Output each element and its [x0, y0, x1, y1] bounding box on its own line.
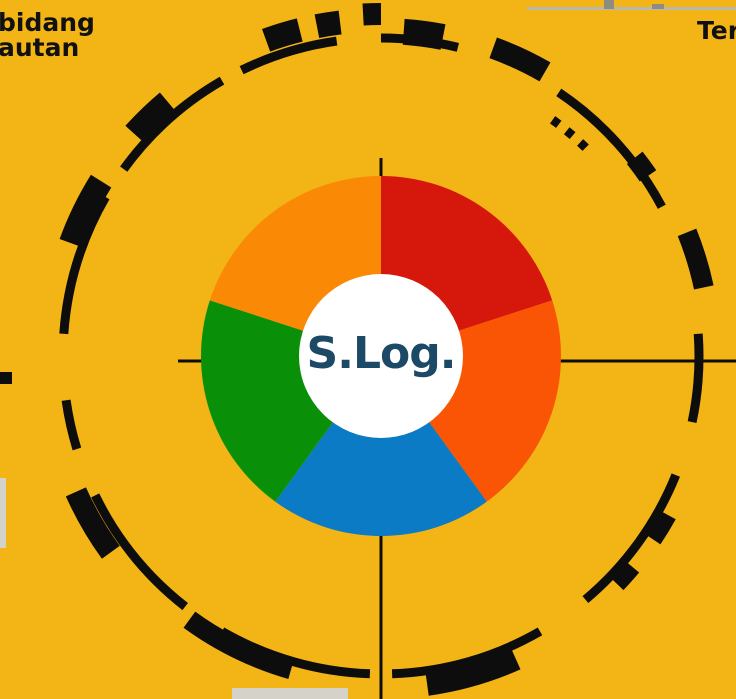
ring-arc — [402, 18, 446, 50]
ring-arc — [65, 487, 120, 559]
ring-arc — [556, 88, 666, 209]
ring-arc — [59, 174, 112, 248]
outer-ring — [59, 3, 714, 696]
ring-arc — [362, 3, 382, 26]
ring-arc — [261, 18, 303, 52]
ring-dash — [549, 116, 562, 128]
ring-arc — [61, 399, 82, 451]
ring-arc — [59, 194, 110, 335]
ring-arc — [183, 611, 294, 680]
center-logo-text: S.Log. — [306, 327, 457, 379]
corner-label-left-line1: bidang — [0, 8, 95, 37]
ring-arc — [582, 473, 680, 604]
ring-arc — [489, 37, 551, 82]
ring-arc — [677, 228, 714, 290]
left-edge-marks — [0, 372, 12, 548]
ring-arc — [391, 627, 543, 679]
top-strip — [527, 0, 736, 10]
ring-arc — [642, 508, 676, 545]
ring-arc — [607, 558, 640, 591]
corner-label-left: bidang autan — [0, 10, 95, 60]
ring-dash — [563, 127, 576, 140]
center-circle — [299, 274, 463, 438]
ring-arc — [425, 649, 521, 696]
ring-arc — [91, 493, 188, 611]
ring-arc — [626, 151, 657, 182]
corner-label-left-line2: autan — [0, 33, 80, 62]
ring-arc — [125, 92, 176, 142]
ring-arc — [687, 333, 704, 424]
ring-arc — [314, 10, 342, 38]
blue-segment — [275, 404, 487, 536]
ring-arc — [120, 76, 225, 172]
crosshair — [178, 158, 736, 699]
corner-label-right: Ter — [697, 16, 736, 45]
bottom-chip — [232, 688, 348, 699]
ring-dash — [577, 139, 589, 151]
ring-arc — [239, 36, 338, 75]
